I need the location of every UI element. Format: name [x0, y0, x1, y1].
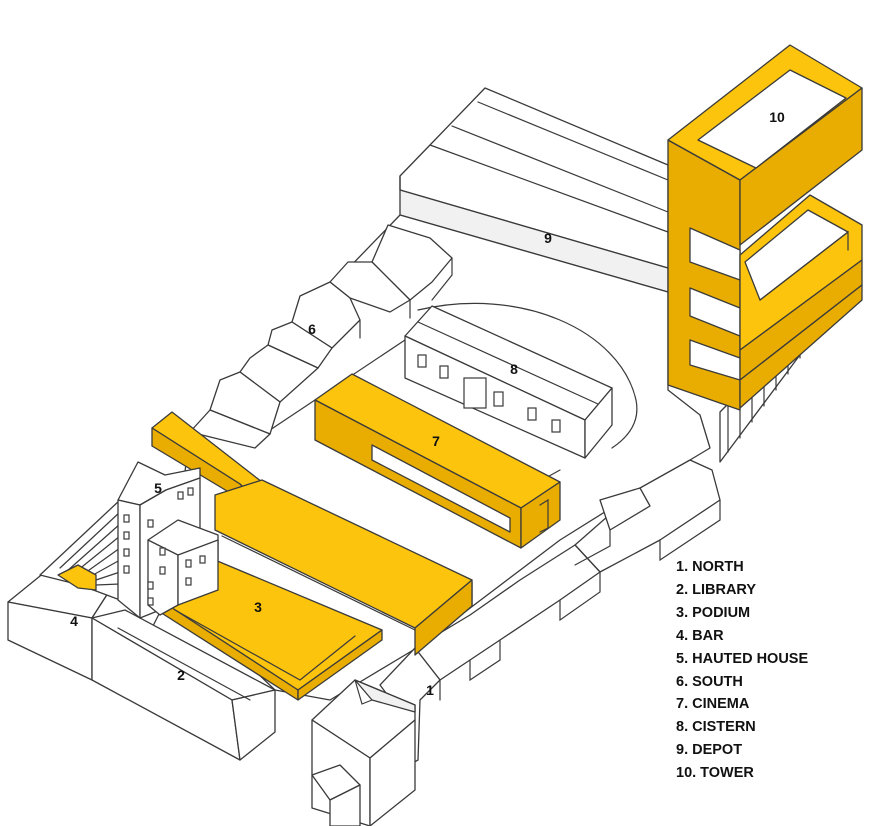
legend-item-depot: 9. DEPOT — [676, 742, 743, 759]
building-haunted-house — [117, 461, 219, 619]
label-north: 1 — [426, 682, 434, 698]
label-south: 6 — [308, 321, 316, 337]
building-podium — [151, 411, 473, 701]
legend-item-haunted-house: 5. HAUTED HOUSE — [676, 650, 809, 667]
building-cinema — [314, 373, 561, 549]
label-haunted-house: 5 — [154, 480, 162, 496]
legend-item-tower: 10. TOWER — [676, 765, 754, 782]
legend-item-cistern: 8. CISTERN — [676, 719, 756, 736]
legend-item-north: 1. NORTH — [676, 559, 744, 575]
label-tower: 10 — [769, 109, 785, 125]
label-depot: 9 — [544, 230, 552, 246]
legend-item-podium: 3. PODIUM — [676, 604, 751, 621]
label-library: 2 — [177, 667, 185, 683]
legend-item-south: 6. SOUTH — [676, 673, 743, 690]
entrance-pavilion — [311, 679, 416, 826]
building-cistern — [404, 305, 613, 459]
legend-item-bar: 4. BAR — [676, 627, 724, 644]
legend-item-cinema: 7. CINEMA — [676, 696, 750, 713]
legend: 1. NORTH 2. LIBRARY 3. PODIUM 4. BAR 5. … — [676, 556, 808, 785]
label-bar: 4 — [70, 613, 78, 629]
label-cistern: 8 — [510, 361, 518, 377]
building-south — [189, 224, 453, 449]
hatched-stair — [39, 499, 131, 601]
label-podium: 3 — [254, 599, 262, 615]
label-cinema: 7 — [432, 433, 440, 449]
legend-item-library: 2. LIBRARY — [676, 581, 757, 598]
building-tower — [667, 44, 863, 463]
